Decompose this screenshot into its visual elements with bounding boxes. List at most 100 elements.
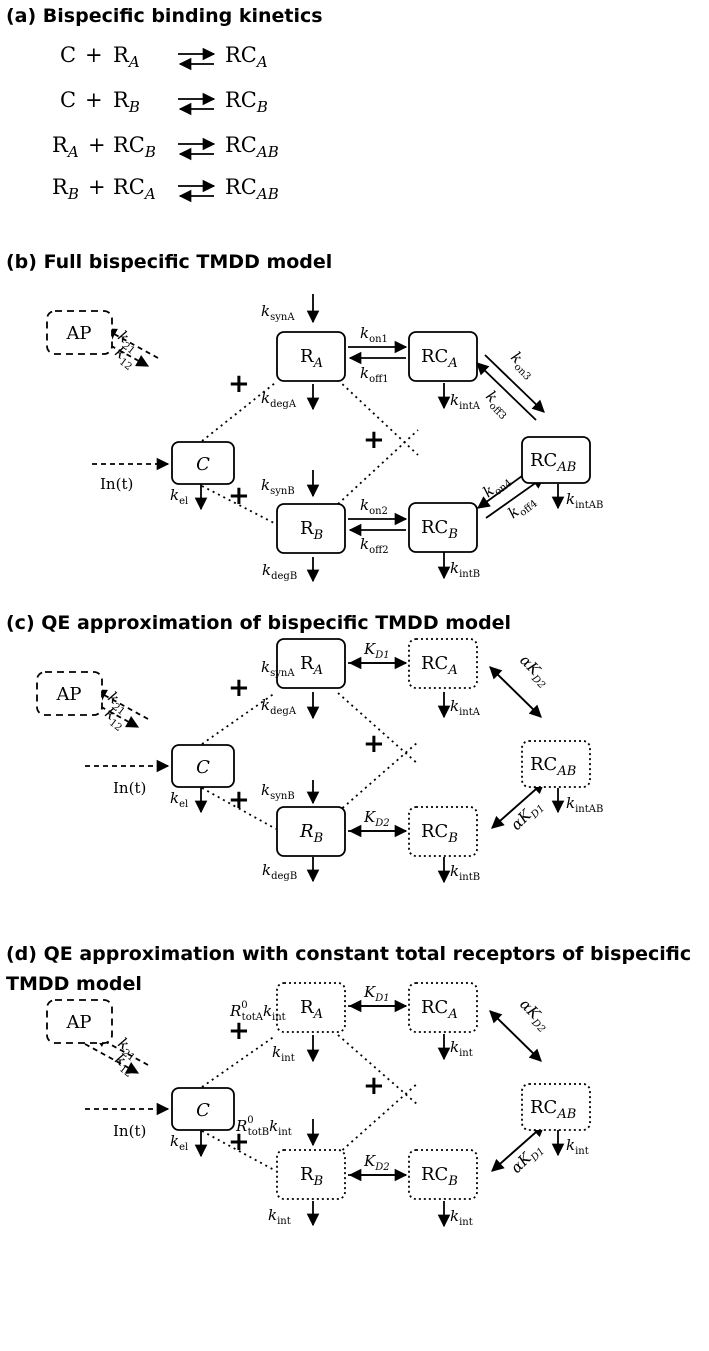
- plus-sign-lower: +: [228, 785, 250, 815]
- kint-rcb-label: kint: [450, 1207, 473, 1228]
- svg-text:RCAB: RCAB: [225, 133, 279, 161]
- c-rb-line: [201, 485, 277, 525]
- plus-sign-center: +: [363, 729, 385, 759]
- svg-text:RCA: RCA: [421, 346, 458, 371]
- input-label: In(t): [113, 1122, 146, 1140]
- svg-text:RA: RA: [300, 346, 323, 371]
- rca-node: RCA: [408, 331, 478, 382]
- rb-node: RB: [276, 503, 346, 554]
- panel-d-diagram: + + + AP C RA RB RCA RCB RCAB: [46, 982, 591, 1228]
- akd2-label: αKD2: [514, 995, 554, 1035]
- k12-arrow: [93, 689, 149, 720]
- kdegb-label: kdegB: [262, 861, 297, 882]
- reaction-4-reactant-1: R: [52, 175, 69, 199]
- svg-text:RCAB: RCAB: [530, 450, 576, 475]
- svg-text:+: +: [85, 43, 103, 67]
- svg-text:C: C: [196, 454, 210, 475]
- kdega-label: kdegA: [261, 696, 297, 717]
- reaction-3-product: RC: [225, 133, 257, 157]
- svg-text:C: C: [60, 88, 76, 112]
- kint-ra-label: kint: [272, 1043, 295, 1064]
- kinta-label: kintA: [450, 391, 481, 412]
- ra-node: RA: [276, 331, 346, 382]
- panel-d-title-line-1: (d) QE approximation with constant total…: [6, 943, 691, 965]
- kd1-label: KD1: [363, 983, 390, 1004]
- svg-text:+: +: [88, 133, 106, 157]
- kdega-label: kdegA: [261, 389, 297, 410]
- kint-rb-label: kint: [268, 1206, 291, 1227]
- svg-text:RA: RA: [52, 133, 79, 161]
- svg-text:RCAB: RCAB: [225, 175, 279, 203]
- c-rb-line: [201, 787, 277, 830]
- ksynb-label: ksynB: [261, 781, 295, 802]
- svg-text:C: C: [196, 1100, 210, 1121]
- ra-node: RA: [276, 638, 346, 689]
- svg-text:RA: RA: [113, 43, 140, 71]
- akd1-label: αKD1: [507, 1139, 547, 1179]
- svg-text:RB: RB: [299, 821, 323, 846]
- svg-text:RCA: RCA: [421, 653, 458, 678]
- reaction-2: C + RB RCB: [60, 88, 268, 116]
- kd2-label: KD2: [363, 808, 390, 829]
- plus-sign-center: +: [363, 425, 385, 455]
- rca-node: RCA: [408, 982, 478, 1033]
- rb-node: RB: [276, 1149, 346, 1200]
- rb-node: RB: [276, 806, 346, 857]
- kintab-label: kintAB: [566, 794, 603, 815]
- svg-text:RCB: RCB: [421, 821, 458, 846]
- k21-arrow: [84, 1043, 140, 1074]
- svg-text:RCB: RCB: [421, 517, 458, 542]
- akd2-label: αKD2: [514, 651, 554, 691]
- plus-sign-upper: +: [228, 369, 250, 399]
- kintb-label: kintB: [450, 559, 480, 580]
- kint-rcab-label: kint: [566, 1136, 589, 1157]
- kintab-label: kintAB: [566, 490, 603, 511]
- kd2-label: KD2: [363, 1152, 390, 1173]
- reaction-2-reactant-2: R: [113, 88, 130, 112]
- kel-label: kel: [170, 486, 188, 507]
- svg-text:C: C: [196, 757, 210, 778]
- svg-text:+: +: [85, 88, 103, 112]
- kd1-label: KD1: [363, 640, 390, 661]
- svg-text:RCA: RCA: [225, 43, 268, 71]
- koff3-label: koff3: [480, 387, 515, 422]
- rca-node: RCA: [408, 638, 478, 689]
- kon1-label: kon1: [360, 324, 388, 345]
- k12-arrow: [103, 328, 159, 359]
- c-rb-line: [201, 1130, 277, 1172]
- k12-arrow: [93, 1035, 149, 1066]
- plus-sign-lower: +: [228, 481, 250, 511]
- svg-text:AP: AP: [55, 684, 81, 705]
- reaction-1: C + RA RCA: [60, 43, 268, 71]
- panel-a: (a) Bispecific binding kinetics C + RA R…: [6, 5, 323, 203]
- kel-label: kel: [170, 789, 188, 810]
- svg-text:AP: AP: [65, 323, 91, 344]
- reaction-1-product: RC: [225, 43, 257, 67]
- ksyna-label: ksynA: [261, 658, 295, 679]
- ap-compartment: AP: [36, 671, 103, 716]
- svg-text:RB: RB: [300, 1164, 323, 1189]
- ap-compartment: AP: [46, 310, 113, 355]
- rcab-node: RCAB: [521, 740, 591, 788]
- panel-d-title-line-2: TMDD model: [6, 973, 142, 995]
- svg-text:C: C: [60, 43, 76, 67]
- reaction-3-reactant-1: R: [52, 133, 69, 157]
- panel-b-title: (b) Full bispecific TMDD model: [6, 251, 332, 273]
- koff3-arrow: [476, 362, 537, 421]
- svg-text:RCAB: RCAB: [530, 1097, 576, 1122]
- svg-text:RB: RB: [300, 518, 323, 543]
- input-label: In(t): [100, 475, 133, 493]
- koff4-label: koff4: [504, 490, 539, 524]
- panel-b-diagram: + + + AP C RA RB RCA RCB RCAB: [46, 294, 603, 583]
- plus-sign-lower: +: [228, 1127, 250, 1157]
- plus-sign-upper: +: [228, 673, 250, 703]
- kon3-arrow: [484, 354, 545, 413]
- reaction-3: RA + RCB RCAB: [52, 133, 279, 161]
- ksyna-label: ksynA: [261, 302, 295, 323]
- reaction-1-reactant-1: C: [60, 43, 76, 67]
- svg-text:RCA: RCA: [421, 997, 458, 1022]
- svg-text:RCB: RCB: [421, 1164, 458, 1189]
- reaction-4-reactant-2: RC: [113, 175, 145, 199]
